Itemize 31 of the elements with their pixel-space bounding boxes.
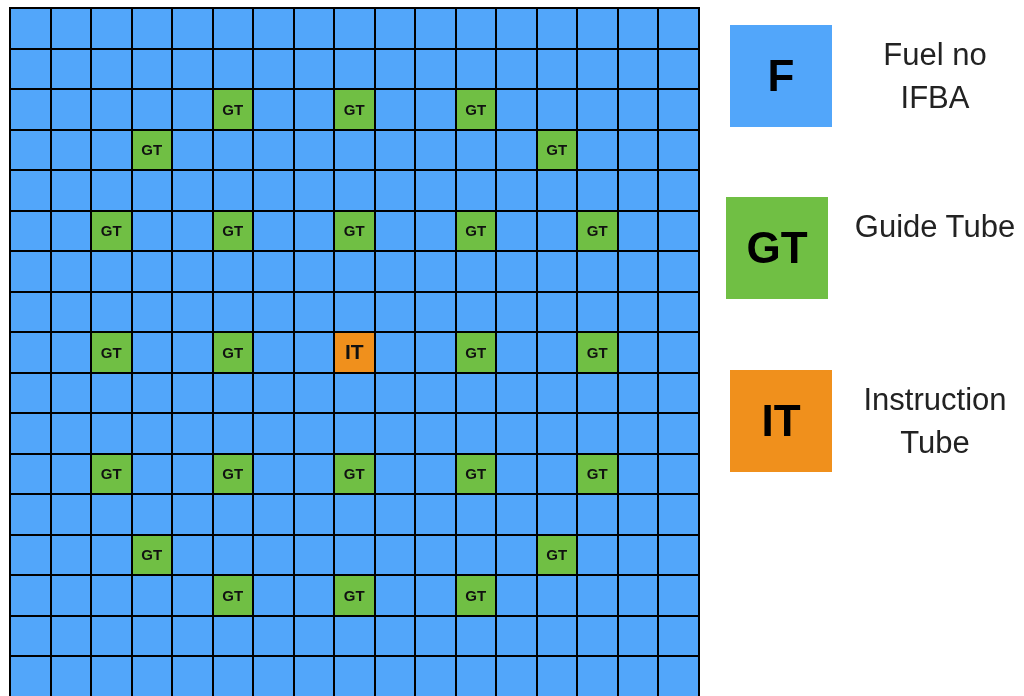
legend-label: Instruction Tube: [862, 381, 1008, 462]
guide-tube-cell: GT: [456, 454, 495, 493]
guide-tube-cell: GT: [537, 535, 576, 574]
legend-label: Guide Tube: [853, 208, 1017, 246]
instrument-tube-cell: IT: [335, 333, 374, 372]
guide-tube-cell: GT: [92, 211, 131, 250]
guide-tube-cell: GT: [132, 535, 171, 574]
legend-label: Fuel no IFBA: [882, 36, 988, 117]
guide-tube-cell: GT: [456, 333, 495, 372]
guide-tube-cell: GT: [213, 454, 252, 493]
guide-tube-cell: GT: [335, 454, 374, 493]
guide-tube-cell: GT: [92, 454, 131, 493]
guide-tube-cell: GT: [578, 211, 617, 250]
guide-tube-cell: GT: [92, 333, 131, 372]
guide-tube-cell: GT: [456, 211, 495, 250]
guide-tube-cell: GT: [537, 130, 576, 169]
guide-tube-cell: GT: [213, 211, 252, 250]
guide-tube-cell: GT: [213, 333, 252, 372]
guide-tube-cell: GT: [213, 90, 252, 129]
legend-swatch: GT: [726, 197, 828, 299]
guide-tube-cell: GT: [456, 576, 495, 615]
guide-tube-cell: GT: [578, 333, 617, 372]
guide-tube-cell: GT: [132, 130, 171, 169]
legend-swatch: IT: [730, 370, 832, 472]
guide-tube-cell: GT: [335, 90, 374, 129]
legend-swatch: F: [730, 25, 832, 127]
guide-tube-cell: GT: [578, 454, 617, 493]
guide-tube-cell: GT: [213, 576, 252, 615]
guide-tube-cell: GT: [335, 576, 374, 615]
guide-tube-cell: GT: [335, 211, 374, 250]
guide-tube-cell: GT: [456, 90, 495, 129]
